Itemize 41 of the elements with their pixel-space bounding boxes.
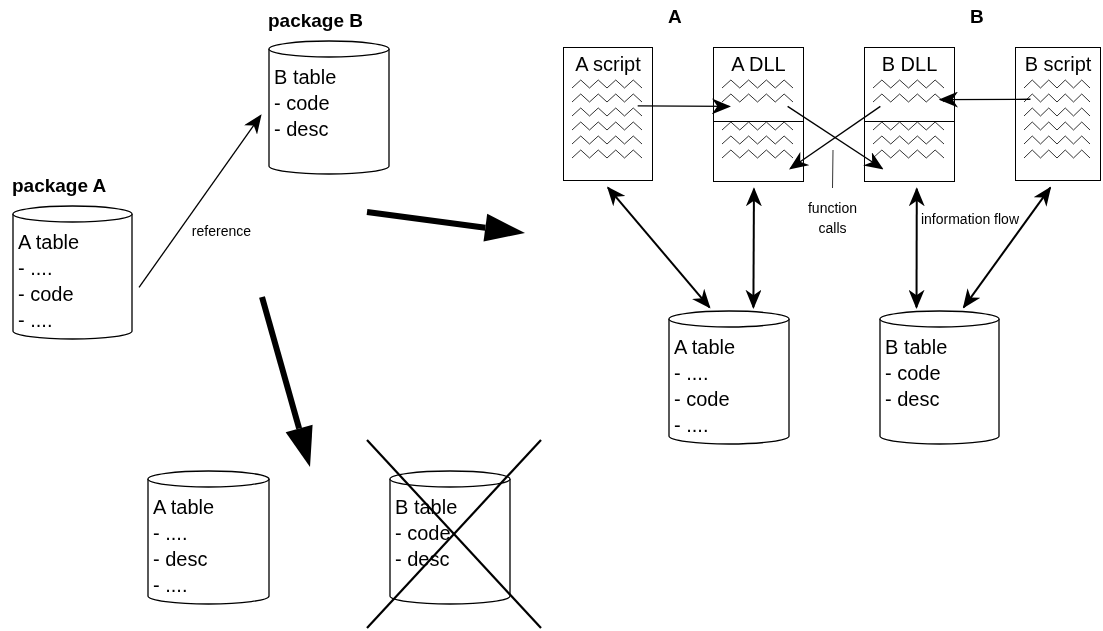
table-name: A table	[674, 335, 736, 360]
leader-line	[832, 149, 834, 189]
double-arrow	[606, 186, 711, 309]
double-arrow	[962, 186, 1052, 309]
table-name: B table	[274, 65, 337, 90]
callout-text: function calls	[795, 198, 870, 238]
script-document	[563, 47, 653, 181]
table-field: - ....	[18, 255, 80, 281]
table-field: - desc	[885, 386, 948, 412]
table-field: - ....	[674, 360, 736, 386]
table-field: - code	[674, 386, 736, 412]
arrow	[138, 114, 262, 288]
arrow	[938, 91, 1032, 108]
table-field: - ....	[153, 520, 215, 546]
column-heading: A	[668, 8, 682, 25]
box-title: A script	[574, 53, 642, 76]
table-field: - ....	[18, 307, 80, 333]
box-title: B DLL	[880, 53, 939, 76]
table-field: - code	[885, 360, 948, 386]
package-heading: package A	[12, 175, 107, 197]
table-field: - desc	[153, 546, 215, 572]
table-field: - desc	[274, 116, 337, 142]
flow-note: information flow	[920, 211, 1020, 228]
dll-box	[864, 47, 955, 182]
column-heading: B	[970, 8, 984, 25]
table-field: - code	[274, 90, 337, 116]
table-field: - ....	[674, 412, 736, 438]
box-title: B script	[1023, 53, 1093, 76]
double-arrow	[745, 187, 762, 309]
table-field: - code	[395, 520, 458, 546]
double-arrow	[908, 187, 925, 309]
script-document	[1015, 47, 1101, 181]
table-name: A table	[18, 230, 80, 255]
table-field: - code	[18, 281, 80, 307]
package-heading: package B	[268, 10, 364, 32]
arrow	[637, 98, 731, 115]
table-field: - ....	[153, 572, 215, 598]
table-name: A table	[153, 495, 215, 520]
box-title: A DLL	[730, 53, 787, 76]
dll-box	[713, 47, 804, 182]
table-name: B table	[885, 335, 948, 360]
